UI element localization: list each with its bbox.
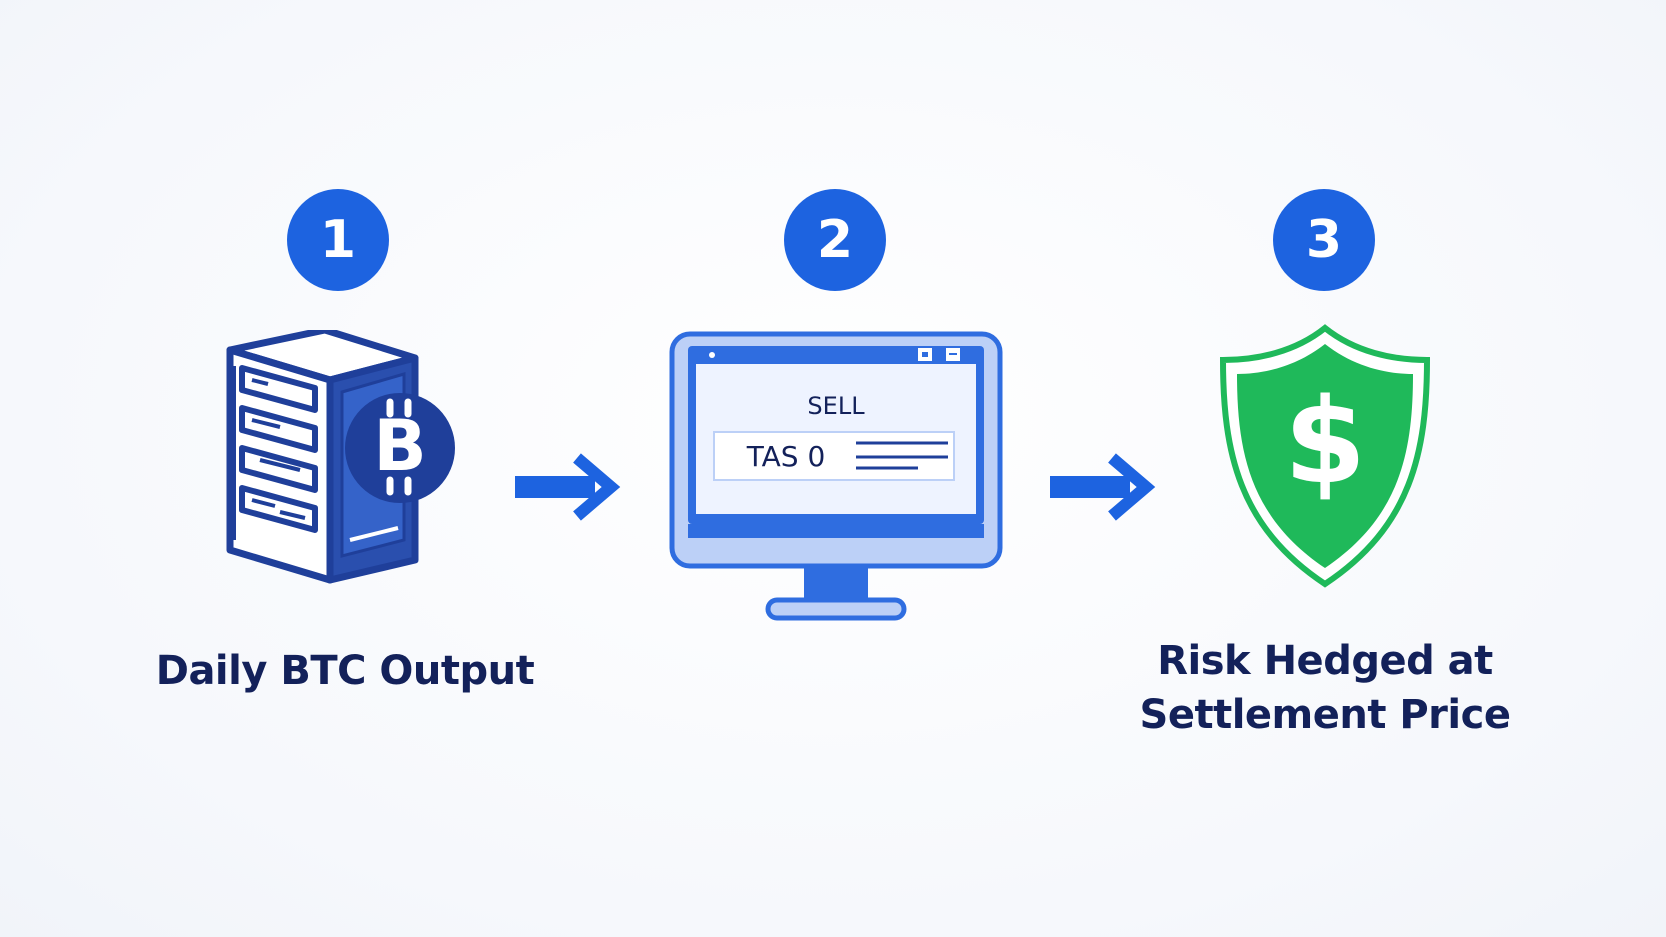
trading-monitor-icon: SELL TAS 0 xyxy=(669,331,1003,621)
svg-text:$: $ xyxy=(1284,372,1366,510)
step-1-badge: 1 xyxy=(287,189,389,291)
step-3-badge: 3 xyxy=(1273,189,1375,291)
step-1-number: 1 xyxy=(319,210,357,270)
screen-heading: SELL xyxy=(807,392,865,420)
arrow-right-icon xyxy=(1050,453,1156,521)
step-2-number: 2 xyxy=(816,210,854,270)
step-3-label-line-2: Settlement Price xyxy=(1139,692,1511,738)
svg-text:B: B xyxy=(373,405,426,487)
step-3-label-line-1: Risk Hedged at xyxy=(1157,638,1493,684)
bitcoin-miner-icon: B xyxy=(226,330,455,584)
step-1-label: Daily BTC Output xyxy=(155,648,535,694)
dollar-shield-icon: $ xyxy=(1219,324,1431,588)
step-3-label: Risk Hedged at Settlement Price xyxy=(1110,634,1540,742)
step-3-number: 3 xyxy=(1305,210,1343,270)
screen-order-text: TAS 0 xyxy=(746,440,826,473)
step-2-badge: 2 xyxy=(784,189,886,291)
arrow-right-icon xyxy=(515,453,621,521)
